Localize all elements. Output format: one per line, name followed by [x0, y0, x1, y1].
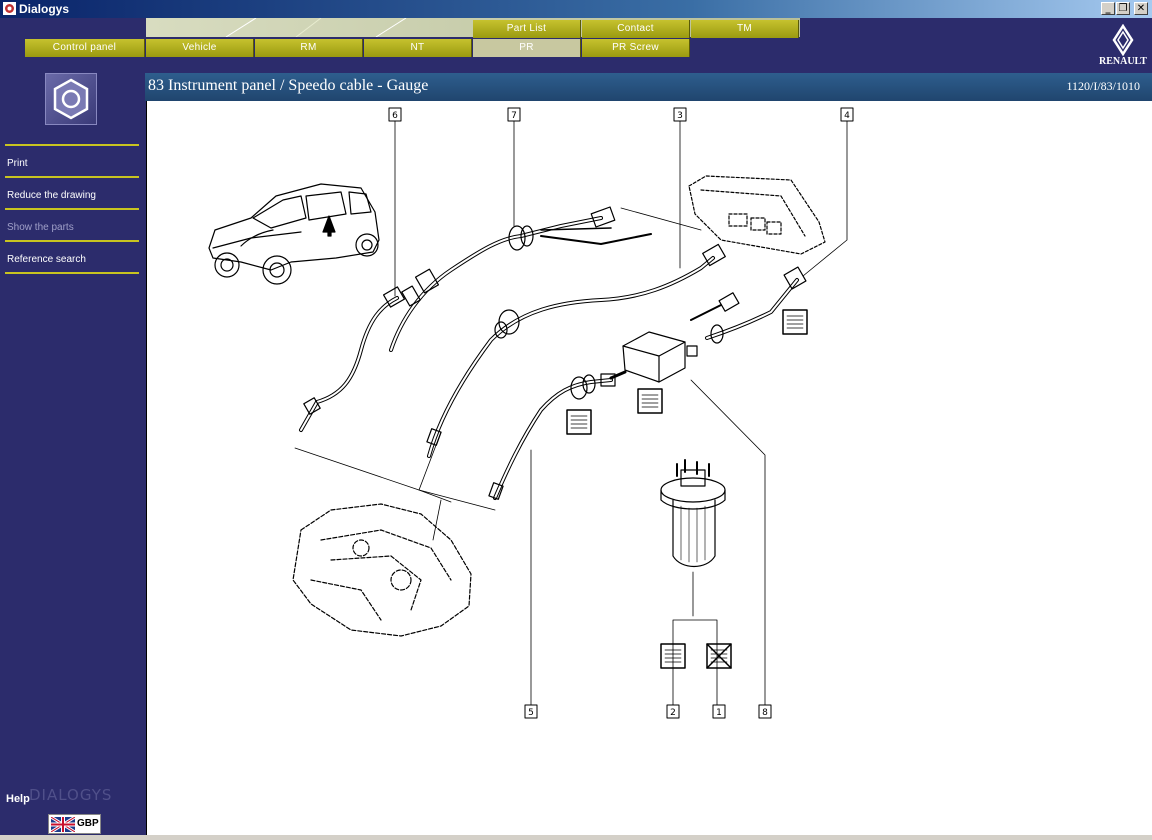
language-selector[interactable]: GBP [48, 814, 101, 834]
page-reference: 1120/I/83/1010 [1066, 79, 1140, 93]
callout-7[interactable]: 7 [507, 107, 521, 122]
cable-5 [488, 373, 616, 500]
page-title: 83 Instrument panel / Speedo cable - Gau… [148, 77, 429, 94]
cable-4 [690, 266, 807, 344]
svg-text:5: 5 [528, 708, 534, 718]
cable-3 [426, 243, 726, 458]
car-illustration [208, 183, 380, 285]
sidebar-item-reduce-drawing[interactable]: Reduce the drawing [7, 190, 96, 201]
minimize-button[interactable]: _ [1101, 2, 1115, 15]
parts-diagram: 6 7 3 4 5 2 1 8 [208, 107, 854, 719]
cable-7-harness [389, 206, 652, 352]
instrument-cluster [688, 175, 826, 255]
dialogys-app-icon [3, 2, 16, 15]
nav-part-list[interactable]: Part List [473, 20, 581, 38]
cable-6 [299, 286, 406, 432]
speed-sensor-box [609, 331, 698, 383]
window-title: Dialogys [19, 2, 70, 16]
restore-button[interactable]: ❐ [1116, 2, 1130, 15]
nav-contact[interactable]: Contact [582, 20, 690, 38]
svg-text:4: 4 [844, 111, 850, 121]
nav-nt[interactable]: NT [364, 39, 472, 57]
brand-name: RENAULT [1099, 56, 1147, 67]
header-decor-lines [225, 17, 407, 38]
engine-outline [292, 503, 472, 637]
callout-2[interactable]: 2 [666, 704, 680, 719]
leader-lines [294, 120, 848, 706]
callout-6[interactable]: 6 [388, 107, 402, 122]
section-icon [45, 73, 97, 125]
language-code: GBP [77, 818, 99, 829]
dialogys-watermark: DIALOGYS [29, 786, 113, 804]
part-pictograms [566, 309, 808, 669]
help-link[interactable]: Help [6, 793, 30, 805]
close-button[interactable]: ✕ [1134, 2, 1148, 15]
renault-diamond-icon [1112, 23, 1134, 57]
page-header-band [145, 73, 1152, 101]
sidebar-separator [5, 240, 139, 242]
sidebar-separator [5, 272, 139, 274]
fuel-gauge-sender [660, 459, 726, 568]
nav-rm[interactable]: RM [255, 39, 363, 57]
uk-flag-icon [51, 817, 75, 832]
exploded-parts-drawing: 6 7 3 4 5 2 1 8 [146, 101, 1152, 835]
window-title-bar: Dialogys _ ❐ ✕ [0, 0, 1152, 18]
callout-4[interactable]: 4 [840, 107, 854, 122]
nav-vehicle[interactable]: Vehicle [146, 39, 254, 57]
sidebar-separator [5, 144, 139, 146]
svg-text:8: 8 [762, 708, 768, 718]
nav-pr[interactable]: PR [473, 39, 581, 57]
callout-8[interactable]: 8 [758, 704, 772, 719]
sidebar-item-print[interactable]: Print [7, 158, 28, 169]
nav-tm[interactable]: TM [691, 20, 799, 38]
svg-text:2: 2 [670, 708, 676, 718]
window-bottom-edge [0, 835, 1152, 840]
sidebar-separator [5, 208, 139, 210]
svg-text:3: 3 [677, 111, 683, 121]
nav-pr-screw[interactable]: PR Screw [582, 39, 690, 57]
callouts: 6 7 3 4 5 2 1 8 [388, 107, 854, 719]
sidebar-item-reference-search[interactable]: Reference search [7, 254, 86, 265]
svg-text:6: 6 [392, 111, 398, 121]
svg-text:1: 1 [716, 708, 722, 718]
callout-1[interactable]: 1 [712, 704, 726, 719]
callout-5[interactable]: 5 [524, 704, 538, 719]
renault-logo: RENAULT [1096, 23, 1150, 68]
sidebar [0, 73, 145, 835]
sidebar-separator [5, 176, 139, 178]
sidebar-item-show-parts: Show the parts [7, 222, 74, 233]
callout-3[interactable]: 3 [673, 107, 687, 122]
svg-text:7: 7 [511, 111, 517, 121]
hexagon-nut-icon [53, 78, 89, 120]
nav-control-panel[interactable]: Control panel [25, 39, 145, 57]
